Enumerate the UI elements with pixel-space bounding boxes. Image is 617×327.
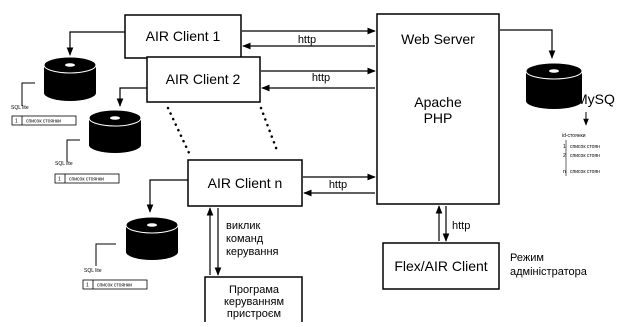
mysql-row-2-index: 2 <box>563 153 566 159</box>
web-server-title: Web Server <box>401 31 475 47</box>
edge-client2-to-db <box>116 87 147 107</box>
air-client-1-box <box>124 14 242 59</box>
device-program-line-2: керуванням <box>224 296 284 308</box>
edge-server-to-mysql <box>500 29 556 59</box>
edge-dbn-to-table <box>95 243 116 266</box>
database-icon-mysql <box>525 62 583 109</box>
database-icon-clientn <box>125 216 179 260</box>
control-line-1: виклик <box>226 220 260 232</box>
edge-label-client2: http <box>312 72 330 84</box>
air-client-n-label: AIR Client n <box>208 175 283 191</box>
edge-label-client1: http <box>298 34 316 46</box>
edge-label-admin: http <box>452 220 470 232</box>
device-program-line-3: пристроєм <box>227 308 281 320</box>
admin-caption-line-2: адміністратора <box>510 266 588 278</box>
dbn-row-text: список стоянки <box>97 283 132 289</box>
web-server-box <box>376 13 500 205</box>
edge-db1-to-table <box>21 82 35 106</box>
db1-name: SQL lite <box>11 105 29 111</box>
admin-client-label: Flex/AIR Client <box>394 258 487 274</box>
edge-label-clientn: http <box>329 179 347 191</box>
air-client-2-label: AIR Client 2 <box>166 71 241 87</box>
admin-caption-line-1: Режим <box>510 252 544 264</box>
db2-table <box>54 173 120 184</box>
dbn-table <box>82 279 148 290</box>
db2-name: SQL lite <box>55 161 73 167</box>
air-client-n-box <box>187 159 303 207</box>
db1-row-index: 1 <box>15 119 18 125</box>
db2-row-index: 1 <box>58 177 61 183</box>
mysql-row-n-text: список стоян <box>570 169 600 175</box>
control-line-3: керування <box>226 246 279 258</box>
mysql-name: MySQ <box>576 91 615 107</box>
database-icon-client2 <box>88 109 142 153</box>
device-program-line-1: Програма <box>229 284 280 296</box>
db2-row-text: список стоянки <box>69 177 104 183</box>
device-program-box <box>204 276 303 327</box>
mysql-row-2-text: список стоян <box>570 153 600 159</box>
dbn-name: SQL lite <box>84 268 102 274</box>
mysql-row-1-index: 1 <box>563 144 566 150</box>
web-server-stack-php: PHP <box>424 110 453 126</box>
db1-row-text: список стоянки <box>26 119 61 125</box>
edge-client1-to-db <box>66 31 125 56</box>
mysql-row-n-index: n <box>563 169 566 175</box>
web-server-stack-apache: Apache <box>414 94 462 110</box>
dbn-row-index: 1 <box>86 283 89 289</box>
air-client-1-label: AIR Client 1 <box>146 28 221 44</box>
edge-db2-to-table <box>66 139 80 162</box>
db1-table <box>11 115 77 126</box>
admin-client-box <box>382 242 500 290</box>
ellipsis-dots-right <box>259 106 280 155</box>
mysql-table-header: id-стоянки <box>562 133 586 139</box>
control-line-2: команд <box>226 233 264 245</box>
mysql-row-1-text: список стоян <box>570 144 600 150</box>
air-client-2-box <box>146 56 261 103</box>
database-icon-client1 <box>43 56 97 101</box>
ellipsis-dots-left <box>166 106 192 157</box>
edge-clientn-to-db <box>146 179 188 213</box>
